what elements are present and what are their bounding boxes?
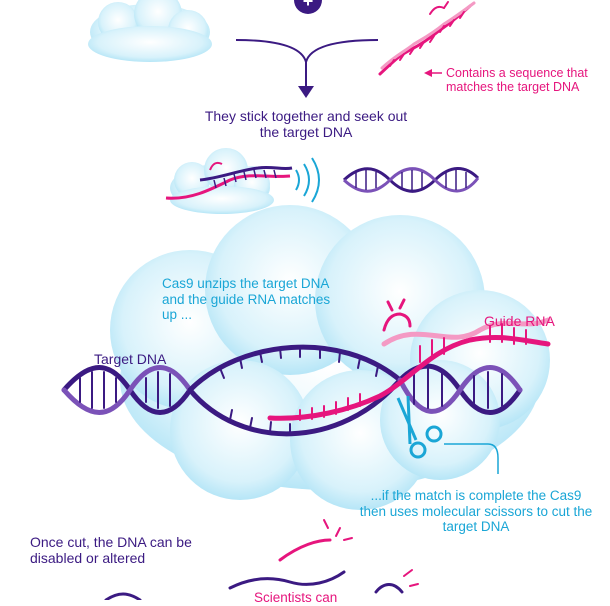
cut-dna-fragment <box>104 519 419 600</box>
cas9-protein-cloud-top <box>88 0 212 62</box>
once-cut-caption: Once cut, the DNA can be disabled or alt… <box>30 534 192 567</box>
pointer-arrow-pink <box>424 69 442 77</box>
guide-rna-large <box>267 298 551 421</box>
stick-together-caption: They stick together and seek out the tar… <box>204 108 408 141</box>
match-complete-caption: ...if the match is complete the Cas9 the… <box>359 488 593 535</box>
guide-rna-top <box>378 1 476 76</box>
target-dna-label: Target DNA <box>94 351 167 367</box>
merge-arrow <box>235 39 379 88</box>
plus-icon: + <box>294 0 322 14</box>
guide-rna-label: Guide RNA <box>484 313 555 329</box>
signal-waves-icon <box>295 157 320 203</box>
target-dna-small <box>342 167 480 193</box>
guide-rna-small <box>165 161 293 200</box>
scissors-leader-line <box>444 443 499 474</box>
cas9-unzips-caption: Cas9 unzips the target DNA and the guide… <box>162 276 331 323</box>
cas9-rna-complex-cloud <box>170 148 274 214</box>
arrow-head <box>298 86 314 98</box>
sequence-note: Contains a sequence that matches the tar… <box>446 66 588 95</box>
scissors-icon <box>396 395 443 459</box>
svg-text:+: + <box>303 0 314 11</box>
scientists-can-caption: Scientists can <box>254 590 338 605</box>
